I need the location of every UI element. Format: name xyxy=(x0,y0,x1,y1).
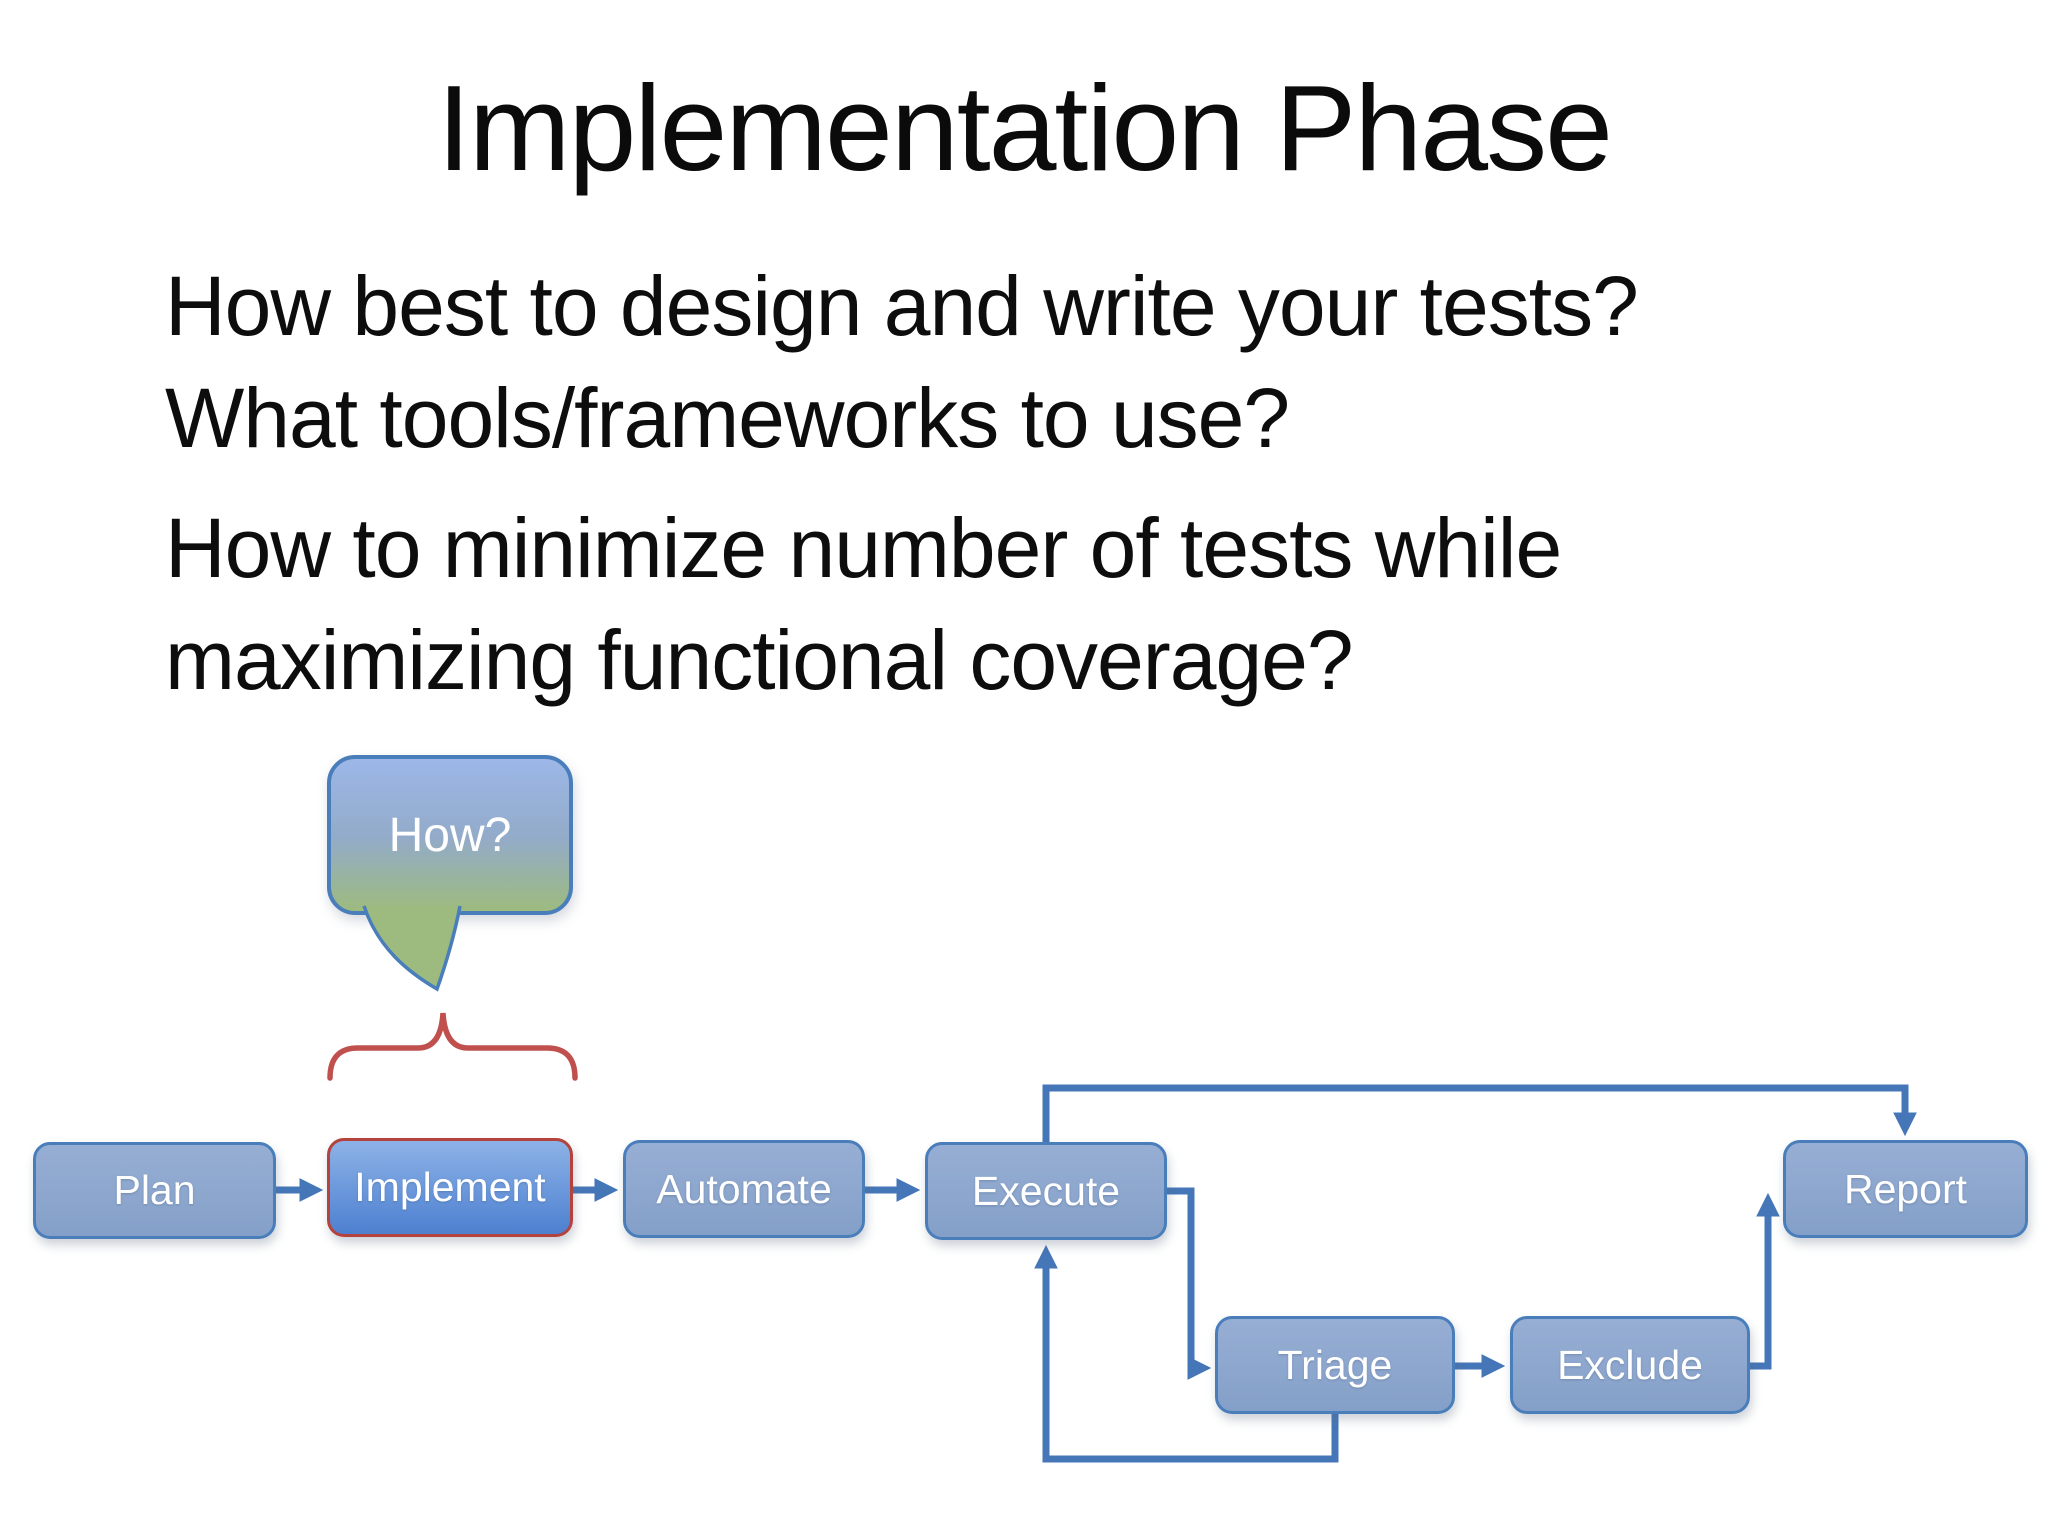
node-report-label: Report xyxy=(1843,1165,1968,1212)
node-plan-label: Plan xyxy=(113,1167,196,1213)
page-title: Implementation Phase xyxy=(437,60,1613,196)
node-report: Report xyxy=(1783,1140,2028,1238)
node-automate: Automate xyxy=(623,1140,865,1238)
node-implement: Implement xyxy=(327,1138,573,1237)
node-exclude: Exclude xyxy=(1510,1316,1750,1414)
edge-execute-triage xyxy=(1165,1187,1212,1380)
edge-exclude-report xyxy=(1748,1192,1780,1370)
node-triage: Triage xyxy=(1215,1316,1455,1414)
callout-tail xyxy=(362,905,462,992)
node-triage-label: Triage xyxy=(1277,1341,1393,1388)
how-callout-label: How? xyxy=(388,808,512,862)
node-exclude-label: Exclude xyxy=(1557,1341,1703,1388)
red-brace xyxy=(327,1012,578,1081)
node-execute-label: Execute xyxy=(971,1167,1121,1214)
how-callout-bubble: How? xyxy=(327,755,573,915)
node-automate-label: Automate xyxy=(656,1165,832,1212)
question-minimize-tests: How to minimize number of tests while ma… xyxy=(165,501,1562,707)
node-implement-label: Implement xyxy=(354,1164,546,1210)
node-plan: Plan xyxy=(33,1142,276,1239)
question-design-tests: How best to design and write your tests?… xyxy=(165,259,1639,465)
edge-execute-report xyxy=(1042,1084,1917,1144)
node-execute: Execute xyxy=(925,1142,1167,1240)
